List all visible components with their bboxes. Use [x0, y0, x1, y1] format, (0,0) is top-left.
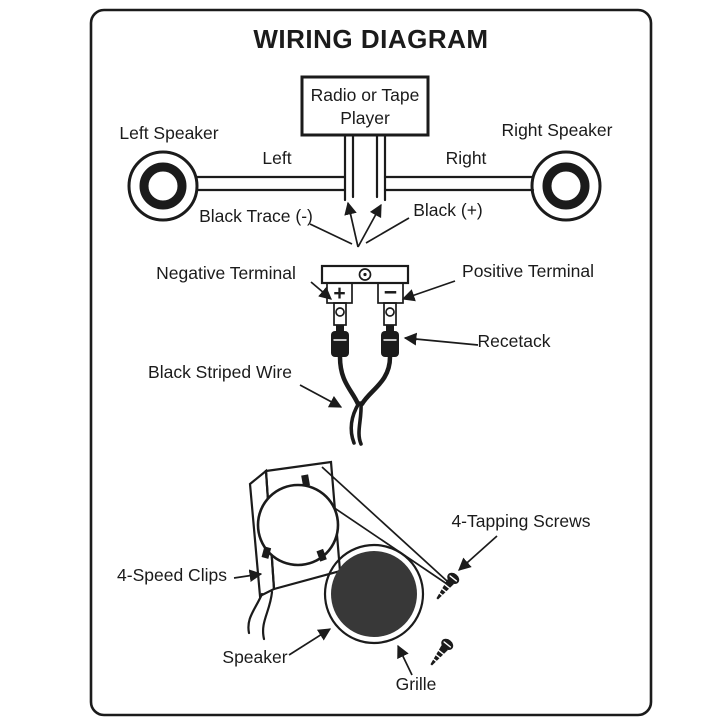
grille-label: Grille: [396, 674, 437, 694]
left-speaker-label: Left Speaker: [119, 123, 218, 143]
screw-alignment-line-2: [329, 504, 448, 585]
speed-clip: [261, 546, 272, 559]
diagram-frame: [89, 8, 653, 717]
black-striped-wire-arrow: [299, 384, 343, 408]
radio-box-label-line2: Player: [340, 108, 390, 128]
left-wire-label: Left: [262, 148, 291, 168]
black-striped-wire-label: Black Striped Wire: [148, 362, 292, 382]
positive-terminal-arrow: [401, 280, 456, 302]
polarity-callout-lines: [309, 201, 410, 248]
speaker-opening: [256, 483, 340, 567]
negative-terminal-label: Negative Terminal: [156, 263, 296, 283]
tapping-screws-arrow: [458, 535, 498, 571]
black-trace-label: Black Trace (-): [199, 206, 313, 226]
left-speaker: [127, 150, 199, 222]
plus-terminal-symbol: +: [333, 282, 345, 305]
middle-section: + − Negative Terminal Positive T: [148, 261, 594, 446]
tapping-screws-label: 4-Tapping Screws: [451, 511, 590, 531]
speaker-wires: [195, 175, 535, 192]
radio-box: [300, 75, 430, 137]
tapping-screw-icon: [436, 572, 460, 600]
bottom-section: 4-Tapping Screws 4-Speed Clips Speaker G…: [117, 460, 591, 694]
top-section: Radio or Tape Player Left Speaker Right: [119, 75, 613, 248]
page-title: WIRING DIAGRAM: [253, 24, 488, 54]
right-speaker-label: Right Speaker: [502, 120, 613, 140]
speed-clip: [301, 474, 310, 487]
receptacle-connectors: [331, 325, 399, 357]
terminal-block: + −: [320, 264, 410, 326]
grille-arrow: [397, 644, 413, 676]
grille: [323, 543, 425, 645]
speed-clips-label: 4-Speed Clips: [117, 565, 227, 585]
speed-clips-arrow: [233, 569, 263, 582]
recetack-label: Recetack: [478, 331, 551, 351]
screw-alignment-line-1: [321, 466, 448, 582]
right-speaker: [530, 150, 602, 222]
mounting-panel: [247, 460, 342, 641]
striped-wire: [337, 354, 393, 446]
black-plus-label: Black (+): [413, 200, 483, 220]
speaker-lead-wire: [262, 590, 274, 641]
speaker-lead-wire: [247, 592, 264, 635]
radio-output-wires: [343, 133, 387, 202]
tapping-screw-icon: [430, 638, 454, 666]
terminal-screw-icon: [358, 268, 372, 281]
speaker-arrow: [288, 628, 332, 656]
speaker-label: Speaker: [222, 647, 287, 667]
negative-terminal-arrow: [310, 281, 332, 300]
minus-terminal-symbol: −: [384, 279, 397, 305]
radio-box-label-line1: Radio or Tape: [311, 85, 420, 105]
right-wire-label: Right: [446, 148, 487, 168]
positive-terminal-label: Positive Terminal: [462, 261, 594, 281]
speed-clip: [316, 548, 327, 562]
recetack-arrow: [403, 332, 479, 346]
